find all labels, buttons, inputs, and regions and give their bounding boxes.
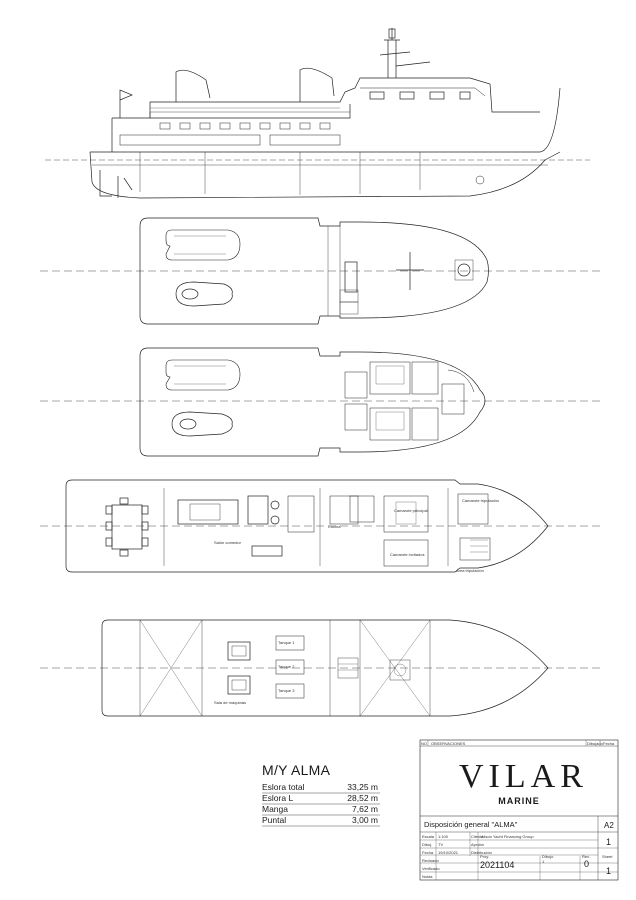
tb-fecha-header: Fecha	[603, 741, 615, 746]
tb-escala: 1:100	[438, 834, 449, 839]
bridge-deck-plan	[40, 347, 600, 457]
label-galley: Cocina	[328, 524, 341, 529]
lower-deck-plan	[40, 619, 600, 717]
spec-value: 7,62 m	[352, 804, 378, 814]
spec-row: Eslora total 33,25 m	[262, 782, 378, 793]
tb-sheet-top: 1	[606, 837, 612, 847]
spec-label: Eslora L	[262, 793, 294, 803]
sheet-size: A2	[604, 821, 614, 830]
tb-dibuj: TV	[438, 842, 444, 847]
tb-sheet: 1	[606, 866, 612, 876]
label-cabin-crew: Camarote tripulación	[462, 498, 499, 503]
tb-revisado-label: Revisado	[422, 858, 439, 863]
tb-verificado-label: Verificado	[422, 866, 440, 871]
tb-rev: 0	[584, 859, 590, 869]
tb-aprobado-label: Aprobó	[471, 842, 484, 847]
spec-value: 28,52 m	[347, 793, 378, 803]
tb-dibujado: Dibujado	[587, 741, 603, 746]
label-tank-1: Tanque 1	[278, 640, 295, 645]
spec-table-lines	[262, 792, 380, 827]
tb-sheet-label: Sheet	[602, 854, 613, 859]
tb-notas-label: Notas	[422, 874, 433, 879]
spec-label: Manga	[262, 804, 288, 814]
upper-deck-plan	[40, 217, 600, 325]
tb-escala-label: Escala	[422, 834, 435, 839]
main-deck-plan	[40, 479, 600, 573]
tb-rev-label: Rev.	[582, 854, 590, 859]
tb-dibujo-label: Dibujo	[542, 854, 554, 859]
tb-cliente: Alison Yacht Financing Group	[481, 834, 534, 839]
drawing-title: Disposición general "ALMA"	[424, 820, 518, 829]
spec-value: 3,00 m	[352, 815, 378, 825]
label-lounge: Salón comedor	[214, 540, 241, 545]
brand-logo-name: VILAR	[459, 758, 588, 795]
tb-observaciones: OBSERVACIONES	[431, 741, 466, 746]
spec-label: Eslora total	[262, 782, 305, 792]
brand-logo-sub: MARINE	[498, 796, 540, 806]
tb-n-header: NO	[421, 741, 427, 746]
label-engine-room: Sala de máquinas	[214, 700, 247, 705]
profile-view	[45, 28, 590, 199]
label-cabin-guest: Camarote invitados	[390, 552, 425, 557]
label-crew-area: Área tripulación	[456, 568, 484, 573]
tb-fecha: 19/10/2021	[438, 850, 459, 855]
tb-fecha-label: Fecha	[422, 850, 434, 855]
label-tank-2: Tanque 2	[278, 664, 295, 669]
tb-dibujo: 1	[542, 859, 545, 864]
tb-dibuj-label: Dibuj.	[422, 842, 433, 847]
spec-value: 33,25 m	[347, 782, 378, 792]
label-tank-3: Tanque 3	[278, 688, 295, 693]
title-block-frame	[419, 739, 619, 881]
spec-row: Eslora L 28,52 m	[262, 793, 378, 804]
tb-distribucion-label: Distribución	[471, 850, 492, 855]
spec-row: Puntal 3,00 m	[262, 815, 378, 826]
label-cabin-main: Camarote principal	[394, 508, 428, 513]
vessel-name: M/Y ALMA	[262, 762, 331, 778]
spec-label: Puntal	[262, 815, 287, 825]
tb-proy: 2021104	[480, 860, 515, 870]
tb-cliente-label: Cliente	[471, 834, 484, 839]
spec-row: Manga 7,62 m	[262, 804, 378, 815]
tb-proy-label: Proy.	[480, 854, 490, 859]
